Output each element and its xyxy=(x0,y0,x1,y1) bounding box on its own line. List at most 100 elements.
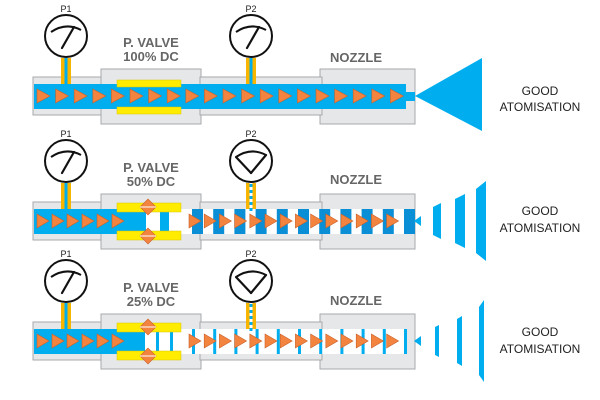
valve-label-line1: P. VALVE xyxy=(123,160,179,175)
flow-arrow xyxy=(315,88,330,104)
gauge-dial xyxy=(229,14,273,58)
valve-actuation-arrows xyxy=(139,318,157,365)
valve-label-line2: 25% DC xyxy=(127,294,176,309)
fluid-pulse xyxy=(156,329,159,354)
fluid-pulse xyxy=(139,209,146,234)
pressure-gauge-p1 xyxy=(44,14,88,84)
flow-arrow xyxy=(36,88,51,104)
flow-arrow xyxy=(96,213,110,229)
gauge-dial xyxy=(44,14,88,58)
spray-pulse xyxy=(433,203,441,239)
row-50-duty-cycle: P1 P2 P. VALVE 50% DC NOZZLE GOOD ATOMIS… xyxy=(32,129,580,261)
flow-arrow xyxy=(203,333,217,349)
gauge-tube-pulse xyxy=(249,322,253,325)
gauge-needle-min xyxy=(234,155,253,175)
flow-arrow xyxy=(390,88,405,104)
flow-arrows xyxy=(36,213,400,229)
result-line1: GOOD xyxy=(522,84,559,98)
flow-arrow xyxy=(129,88,144,104)
flow-arrow xyxy=(355,213,369,229)
spray-pulse xyxy=(476,181,486,261)
flow-arrow xyxy=(185,88,200,104)
gauge-p1-label: P1 xyxy=(60,129,71,139)
gauge-needle-max xyxy=(249,153,268,175)
flow-arrows xyxy=(36,88,405,104)
flow-arrow xyxy=(81,333,95,349)
pressure-gauge-p1 xyxy=(44,139,88,209)
flow-arrow xyxy=(111,333,125,349)
flow-arrow xyxy=(219,213,232,229)
flow-arrow xyxy=(386,333,400,349)
valve-label-line1: P. VALVE xyxy=(123,35,179,50)
gauge-p2-label: P2 xyxy=(245,249,256,259)
gauge-p1-label: P1 xyxy=(60,4,71,14)
result-line1: GOOD xyxy=(522,325,559,339)
valve-label-line2: 50% DC xyxy=(127,174,176,189)
flow-arrow xyxy=(310,213,324,229)
flow-arrow xyxy=(297,88,312,104)
flow-arrow xyxy=(234,333,248,349)
gauge-tube-pulse xyxy=(249,310,253,313)
valve-label-line1: P. VALVE xyxy=(123,280,179,295)
nozzle-label: NOZZLE xyxy=(330,172,382,187)
flow-arrow xyxy=(204,88,219,104)
flow-arrow xyxy=(371,88,386,104)
row-25-duty-cycle: P1 P2 P. VALVE 25% DC NOZZLE GOOD ATOMIS… xyxy=(32,249,581,382)
nozzle-label: NOZZLE xyxy=(330,293,382,308)
gauge-tube-pulse xyxy=(249,184,253,187)
flow-arrow xyxy=(259,88,274,104)
fluid-pulse xyxy=(213,209,225,234)
flow-arrow xyxy=(241,88,256,104)
fluid-pulse xyxy=(404,209,415,234)
gauge-tube-pulse xyxy=(249,190,253,193)
result-line2: ATOMISATION xyxy=(500,342,581,356)
flow-arrow xyxy=(355,333,369,349)
gauge-tube-pulse xyxy=(249,196,253,199)
flow-arrow xyxy=(111,88,126,104)
gauge-tube-pulse xyxy=(249,304,253,307)
flow-arrow xyxy=(66,213,80,229)
flow-arrow xyxy=(51,333,65,349)
nozzle-tip-droplet xyxy=(414,336,421,346)
gauge-p2-label: P2 xyxy=(245,129,256,139)
flow-arrow xyxy=(111,213,125,229)
flow-arrow xyxy=(249,213,263,229)
flow-arrow xyxy=(352,88,367,104)
flow-arrow xyxy=(295,333,308,349)
gauge-dial xyxy=(229,139,273,183)
flow-arrow xyxy=(222,88,237,104)
gauge-needle xyxy=(60,270,76,295)
valve-coil-top xyxy=(116,79,182,88)
gauge-scale-arc xyxy=(50,150,82,158)
gauge-scale-arc xyxy=(235,25,267,33)
result-line2: ATOMISATION xyxy=(500,100,581,114)
pressure-gauge-p1 xyxy=(44,259,88,329)
flow-arrow xyxy=(66,333,80,349)
gauge-scale-arc xyxy=(235,150,267,158)
flow-arrow xyxy=(325,333,339,349)
flow-arrow xyxy=(36,213,50,229)
gauge-tube-pulse xyxy=(249,316,253,319)
fluid-pulse xyxy=(382,329,386,354)
flow-arrows xyxy=(36,333,400,349)
flow-arrow xyxy=(148,88,163,104)
flow-arrow xyxy=(203,213,217,229)
fluid-pulse xyxy=(404,329,407,354)
flow-arrow xyxy=(325,213,339,229)
flow-arrow xyxy=(279,333,293,349)
flow-arrow xyxy=(219,333,232,349)
nozzle-label: NOZZLE xyxy=(330,50,382,65)
flow-arrow xyxy=(264,213,278,229)
flow-arrow xyxy=(81,213,95,229)
flow-arrow xyxy=(371,213,384,229)
row-100-duty-cycle: P1 P2 P. VALVE 100% DC NOZZLE GOOD ATOMI… xyxy=(32,4,581,131)
fluid-flow xyxy=(34,84,406,109)
gauge-tube-fluid xyxy=(249,58,253,84)
flow-arrow xyxy=(340,213,354,229)
flow-arrow xyxy=(188,333,202,349)
gauge-scale-arc xyxy=(50,270,82,278)
spray-pulse xyxy=(455,194,465,248)
flow-arrow xyxy=(279,213,293,229)
gauge-needle-max xyxy=(249,273,268,295)
